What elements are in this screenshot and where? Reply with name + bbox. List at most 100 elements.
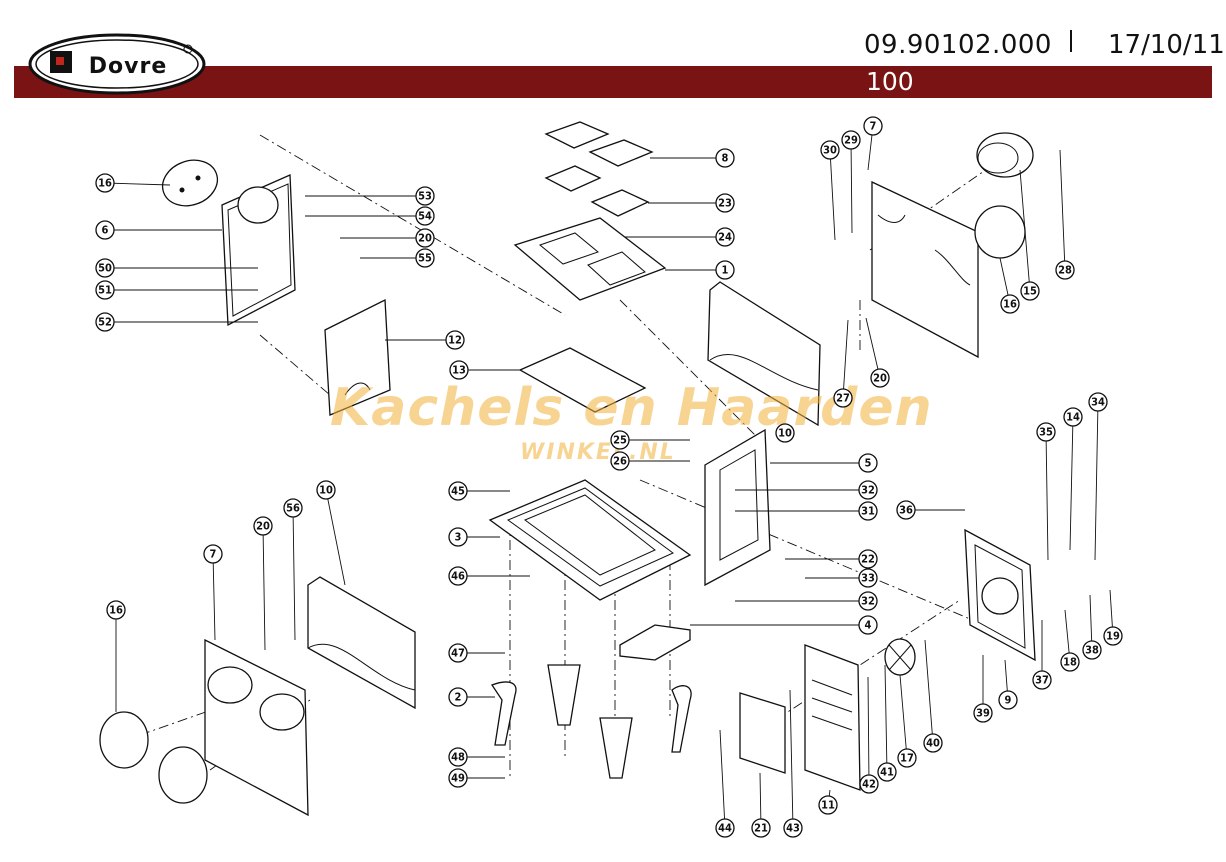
callout-30: 30 [820,140,840,241]
callout-circle-7 [203,544,223,564]
callout-circle-32 [858,591,878,611]
callout-circle-41 [877,762,897,782]
callout-circle-18 [1060,652,1080,672]
callout-23: 23 [648,193,735,213]
callout-49: 49 [448,768,505,788]
callout-label-17: 17 [900,752,914,765]
callout-37: 37 [1032,620,1052,690]
callout-label-9: 9 [1005,694,1012,707]
callout-circle-31 [858,501,878,521]
callout-label-20: 20 [418,232,432,245]
callout-3: 3 [448,527,500,547]
callout-circle-34 [1088,392,1108,412]
callout-7: 7 [863,116,883,171]
callout-label-18: 18 [1063,656,1077,669]
callout-19: 19 [1103,589,1123,646]
callout-label-14: 14 [1066,411,1080,424]
callout-15: 15 [1019,169,1040,301]
callout-label-7: 7 [210,548,217,561]
callout-circle-46 [448,566,468,586]
part-7-side-plate-lower [204,638,309,817]
callout-50: 50 [95,258,258,278]
callout-circle-53 [415,186,435,206]
callout-55: 55 [360,248,435,268]
callout-label-20: 20 [873,372,887,385]
callout-circle-21 [751,818,771,838]
callout-leader-34 [1094,401,1099,561]
callout-35: 35 [1036,422,1056,561]
part-17-air-control-wheel [884,638,916,676]
callout-51: 51 [95,280,258,300]
callout-circle-28 [1055,260,1075,280]
callout-label-12: 12 [448,334,462,347]
callout-8: 8 [650,148,735,168]
callout-label-41: 41 [880,766,894,779]
callout-label-2: 2 [455,691,462,704]
callout-circle-11 [818,795,838,815]
callout-circle-51 [95,280,115,300]
callout-label-30: 30 [823,144,837,157]
callout-circle-13 [449,360,469,380]
callout-label-7: 7 [870,120,877,133]
callout-leader-16 [104,182,171,186]
callout-label-48: 48 [451,751,465,764]
callout-54: 54 [305,206,435,226]
callout-label-55: 55 [418,252,432,265]
callout-leader-10 [325,489,346,586]
part-3-base-frame [488,479,692,601]
callout-leader-43 [789,689,794,829]
callout-circle-16 [95,173,115,193]
callout-circle-40 [923,733,943,753]
callout-circle-6 [95,220,115,240]
callout-leader-17 [899,674,908,759]
callout-label-26: 26 [613,455,627,468]
callout-38: 38 [1082,594,1102,660]
callout-circle-54 [415,206,435,226]
dovre-logo: Dovre [28,33,206,95]
callout-leader-30 [829,149,836,241]
callout-circle-2 [448,687,468,707]
callout-label-19: 19 [1106,630,1120,643]
callout-label-31: 31 [861,505,875,518]
callout-circle-15 [1020,281,1040,301]
callout-11: 11 [818,789,838,815]
callout-leader-42 [867,676,870,785]
callout-label-49: 49 [451,772,465,785]
callout-label-44: 44 [718,822,732,835]
callout-circle-4 [858,615,878,635]
callout-leader-20 [262,525,266,651]
part-21-door-gasket [739,692,786,774]
callout-20: 20 [340,228,435,248]
callout-circle-3 [448,527,468,547]
callout-45: 45 [448,481,510,501]
callout-43: 43 [783,689,803,838]
part-8-hotplate-covers [544,121,654,167]
callout-46: 46 [448,566,530,586]
callout-label-39: 39 [976,707,990,720]
callout-28: 28 [1055,149,1075,280]
callout-label-53: 53 [418,190,432,203]
callout-circle-45 [448,481,468,501]
callout-circle-43 [783,818,803,838]
callout-29: 29 [841,130,861,234]
callout-33: 33 [805,568,878,588]
callout-label-36: 36 [899,504,913,517]
callout-label-43: 43 [786,822,800,835]
callout-circle-56 [283,498,303,518]
callout-circle-48 [448,747,468,767]
callout-47: 47 [448,643,505,663]
callout-label-10: 10 [319,484,333,497]
part-16-cover-disc-lower-2 [158,746,208,804]
callout-leader-27 [842,319,849,399]
callout-10: 10 [775,423,795,443]
callout-18: 18 [1060,609,1080,672]
callout-label-10: 10 [778,427,792,440]
callout-label-29: 29 [844,134,858,147]
callout-circle-10 [316,480,336,500]
callout-leader-15 [1019,169,1031,292]
callout-leader-56 [292,507,296,641]
callout-circle-16 [1000,294,1020,314]
callout-41: 41 [877,664,897,782]
callout-label-47: 47 [451,647,465,660]
